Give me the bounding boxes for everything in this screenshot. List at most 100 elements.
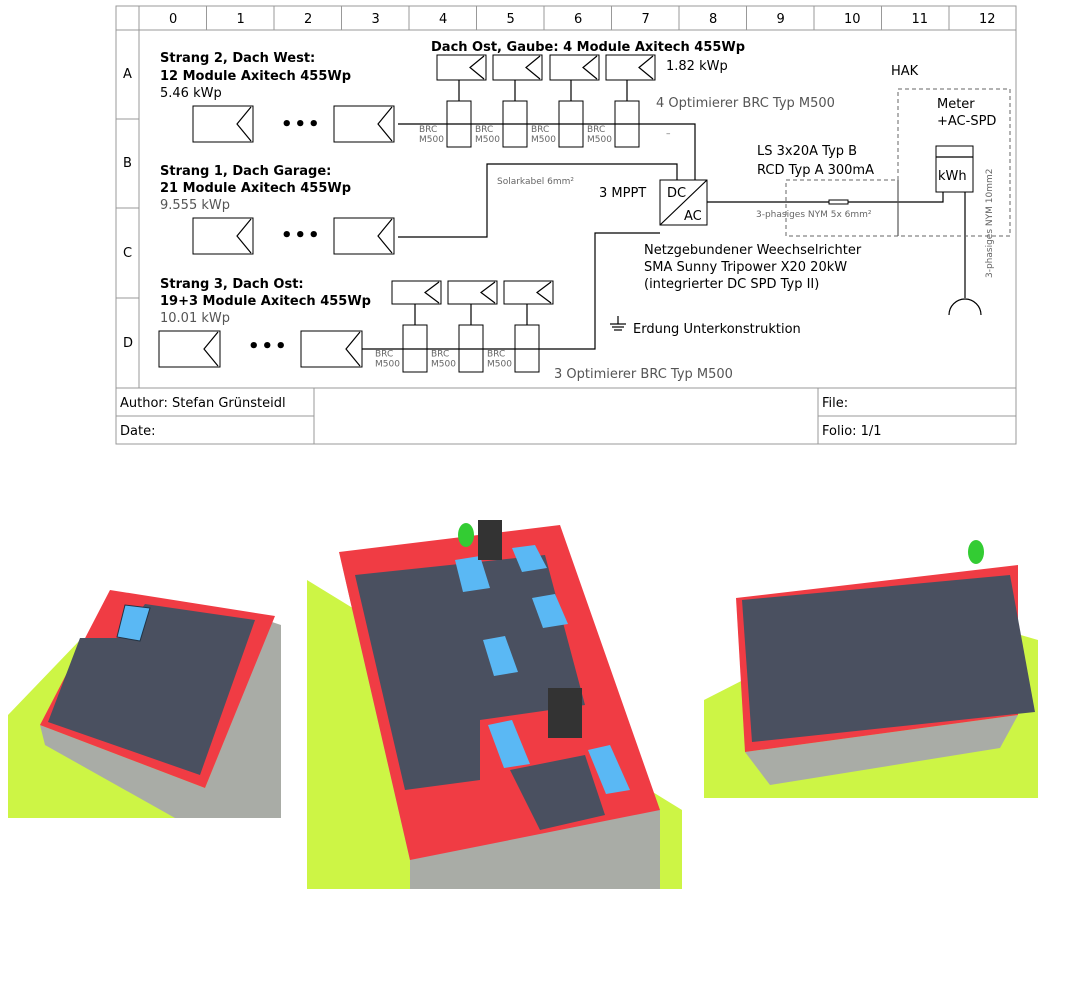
pv-module-icon [300, 330, 363, 368]
row-label-d: D [123, 336, 133, 351]
inverter-desc-1: Netzgebundener Weechselrichter [644, 243, 862, 258]
gaube-title: Dach Ost, Gaube: 4 Module Axitech 455Wp [431, 40, 745, 55]
row-label-c: C [123, 246, 132, 261]
minus-label: – [666, 129, 671, 139]
column-label: 8 [709, 12, 717, 27]
pv-module-icon [605, 54, 656, 81]
grid-connection-icon [948, 298, 982, 316]
column-label: 1 [237, 12, 245, 27]
string2-power: 5.46 kWp [160, 86, 222, 101]
pv-module-icon [436, 54, 487, 81]
column-label: 10 [844, 12, 861, 27]
fuse-icon [828, 199, 849, 205]
inverter-ac-label: AC [684, 209, 702, 224]
kwh-meter-icon [935, 145, 974, 193]
string1-title: Strang 1, Dach Garage: [160, 164, 331, 179]
ground-icon [610, 316, 626, 331]
date-field: Date: [120, 424, 155, 439]
protection-ls: LS 3x20A Typ B [757, 144, 857, 159]
column-label: 9 [777, 12, 785, 27]
optimizer-label: BRC [531, 125, 549, 135]
optimizer-icon [614, 80, 640, 148]
render-west-roof [8, 590, 281, 818]
folio-field: Folio: 1/1 [822, 424, 882, 439]
optimizer-icon [446, 80, 472, 148]
mppt-label: 3 MPPT [599, 186, 646, 201]
row-label-a: A [123, 67, 132, 82]
kwh-label: kWh [938, 169, 967, 184]
ellipsis: ••• [281, 225, 322, 246]
drawing-frame [115, 5, 1017, 445]
render-garage-roof [704, 540, 1038, 798]
optimizer-icon [458, 304, 484, 373]
optimizer-label: M500 [475, 135, 500, 145]
optimizer-label: BRC [375, 350, 393, 360]
pv-module-icon [158, 330, 221, 368]
pv-module-icon [492, 54, 543, 81]
column-label: 11 [912, 12, 929, 27]
string1-power: 9.555 kWp [160, 198, 230, 213]
optimizers-bottom-label: 3 Optimierer BRC Typ M500 [554, 367, 733, 382]
inverter-dc-label: DC [667, 186, 686, 201]
optimizer-label: M500 [587, 135, 612, 145]
column-label: 2 [304, 12, 312, 27]
optimizer-label: M500 [375, 360, 400, 370]
meter-label-2: +AC-SPD [937, 114, 996, 129]
wiring [362, 123, 966, 350]
inverter-desc-3: (integrierter DC SPD Typ II) [644, 277, 819, 292]
pv-module-icon [333, 105, 395, 143]
pv-module-icon [192, 217, 254, 255]
column-label: 3 [372, 12, 380, 27]
ellipsis: ••• [248, 336, 289, 357]
inverter-desc-2: SMA Sunny Tripower X20 20kW [644, 260, 847, 275]
gaube-power: 1.82 kWp [666, 59, 728, 74]
column-label: 12 [979, 12, 996, 27]
render-east-roof [307, 520, 682, 889]
pv-module-icon [447, 280, 498, 305]
optimizer-label: M500 [419, 135, 444, 145]
solarkabel-label: Solarkabel 6mm² [497, 177, 574, 187]
pv-module-icon [503, 280, 554, 305]
column-label: 0 [169, 12, 177, 27]
optimizer-label: M500 [487, 360, 512, 370]
optimizer-icon [402, 304, 428, 373]
pv-module-icon [549, 54, 600, 81]
author-field: Author: Stefan Grünsteidl [120, 396, 286, 411]
file-field: File: [822, 396, 848, 411]
earthing-label: Erdung Unterkonstruktion [633, 322, 801, 337]
hak-label: HAK [891, 64, 919, 79]
optimizer-label: BRC [431, 350, 449, 360]
optimizers-top-label: 4 Optimierer BRC Typ M500 [656, 96, 835, 111]
pv-module-icon [391, 280, 442, 305]
hak-box [897, 88, 1011, 237]
string2-modules: 12 Module Axitech 455Wp [160, 69, 351, 84]
string1-modules: 21 Module Axitech 455Wp [160, 181, 351, 196]
protection-box [785, 179, 899, 237]
grid-cable-label: 3-phasiges NYM 10mm2 [985, 169, 995, 278]
string3-modules: 19+3 Module Axitech 455Wp [160, 294, 371, 309]
optimizer-label: BRC [487, 350, 505, 360]
string2-title: Strang 2, Dach West: [160, 51, 315, 66]
optimizer-label: BRC [587, 125, 605, 135]
optimizer-icon [502, 80, 528, 148]
ac-cable-label: 3-phasiges NYM 5x 6mm² [756, 210, 872, 220]
column-label: 6 [574, 12, 582, 27]
column-label: 4 [439, 12, 447, 27]
string3-title: Strang 3, Dach Ost: [160, 277, 304, 292]
protection-rcd: RCD Typ A 300mA [757, 163, 874, 178]
optimizer-label: BRC [419, 125, 437, 135]
string3-power: 10.01 kWp [160, 311, 230, 326]
optimizer-label: BRC [475, 125, 493, 135]
pv-module-icon [333, 217, 395, 255]
optimizer-label: M500 [531, 135, 556, 145]
column-label: 7 [642, 12, 650, 27]
optimizer-icon [558, 80, 584, 148]
inverter-symbol [659, 179, 708, 226]
meter-label-1: Meter [937, 97, 975, 112]
ellipsis: ••• [281, 114, 322, 135]
row-label-b: B [123, 156, 132, 171]
pv-module-icon [192, 105, 254, 143]
optimizer-icon [514, 304, 540, 373]
column-label: 5 [507, 12, 515, 27]
